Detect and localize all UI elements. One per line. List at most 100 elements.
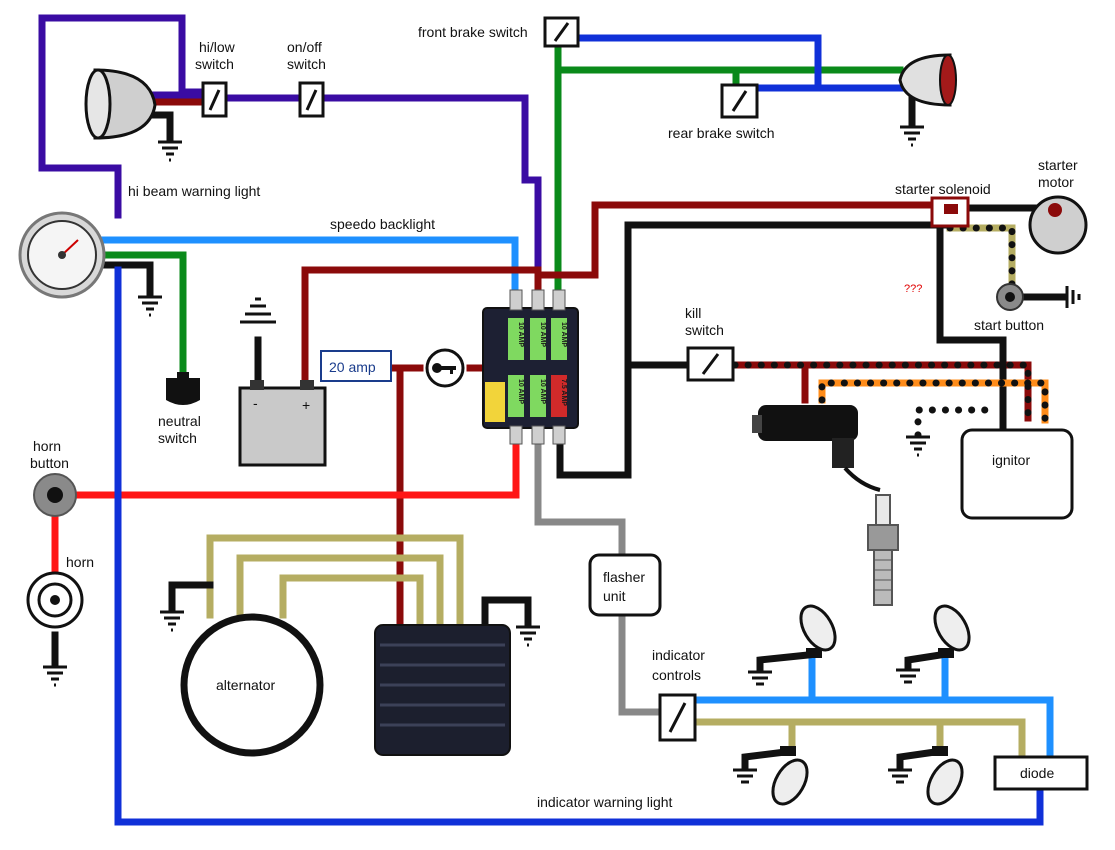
battery: - + — [238, 380, 327, 467]
indicator-front-left — [799, 604, 837, 658]
hi-low-switch — [201, 81, 228, 118]
starter-motor-line-2: motor — [1038, 174, 1074, 190]
wire-alt-3 — [279, 574, 424, 629]
wire-brake-blue — [576, 34, 909, 92]
ground-icon-indicator-4 — [888, 768, 912, 784]
wire-alt-ground — [168, 581, 214, 614]
wire-ind-ground-4 — [896, 748, 939, 772]
wire-starter-red — [534, 201, 949, 304]
wire-indicator-front — [691, 696, 1054, 764]
ground-icon-regulator — [516, 625, 540, 647]
horn-button-line-2: button — [30, 455, 69, 471]
neutral-line-1: neutral — [158, 413, 201, 429]
tail-light — [898, 53, 957, 107]
neutral-line-2: switch — [158, 430, 197, 446]
indicator-controls-line-2: controls — [652, 667, 701, 683]
neutral-switch — [166, 372, 200, 405]
front-brake-switch-label: front brake switch — [418, 24, 528, 40]
starter-motor — [1028, 195, 1088, 255]
wire-purple-to-fuse — [224, 94, 542, 294]
wire-flasher-grey — [534, 436, 626, 562]
alternator-label: alternator — [216, 677, 275, 693]
unknown-label: ??? — [904, 283, 922, 295]
wire-indicator-warning — [114, 266, 1044, 826]
wire-reg-ground — [481, 596, 532, 629]
rear-brake-switch-label: rear brake switch — [668, 125, 775, 141]
wire-dotted-orange-dots — [818, 379, 1049, 424]
wire-ignition-black — [556, 221, 949, 479]
horn-button — [33, 473, 77, 517]
horn-button-line-1: horn — [33, 438, 61, 454]
ground-icon-indicator-1 — [748, 670, 772, 686]
indicator-front-right — [933, 604, 971, 658]
headlight — [84, 68, 157, 140]
fuse-4-label: 10 AMP — [517, 379, 524, 404]
wire-dotted-white-dots — [914, 406, 989, 439]
flasher-line-1: flasher — [603, 569, 645, 585]
ground-icon-coil — [906, 435, 930, 457]
alternator — [180, 613, 324, 757]
ground-icon-speedo — [138, 295, 162, 317]
fuse-box: 10 AMP 10 AMP 10 AMP 10 AMP 10 AMP 7.5 A… — [482, 289, 579, 445]
wire-ind-ground-1 — [756, 651, 812, 674]
ignitor — [960, 428, 1074, 520]
speedo-backlight-label: speedo backlight — [330, 216, 435, 232]
ground-icon-horn — [43, 665, 67, 687]
starter-solenoid-label: starter solenoid — [895, 181, 991, 197]
on-off-line-1: on/off — [287, 39, 322, 55]
indicator-warning-light-label: indicator warning light — [537, 794, 673, 810]
wire-headlight-ground — [146, 111, 174, 144]
indicator-controls-switch — [658, 693, 697, 742]
fuse-5-label: 10 AMP — [539, 379, 546, 404]
fuse-6-label: 7.5 AMP — [560, 379, 567, 406]
kill-line-2: switch — [685, 322, 724, 338]
hi-beam-warning-label: hi beam warning light — [128, 183, 260, 199]
diode — [993, 755, 1089, 791]
fuse-2-label: 10 AMP — [539, 322, 546, 347]
wire-alt-1 — [206, 534, 464, 629]
diode-label: diode — [1020, 765, 1054, 781]
ground-icon-indicator-2 — [896, 668, 920, 684]
ground-icon-start-button — [1065, 286, 1081, 308]
indicator-rear-right — [926, 746, 964, 806]
speedometer — [18, 211, 106, 299]
fuse-1-label: 10 AMP — [517, 322, 524, 347]
ground-icon-headlight — [158, 140, 182, 162]
kill-switch — [686, 346, 735, 382]
horn-icon — [26, 571, 84, 629]
start-button-label: start button — [974, 317, 1044, 333]
kill-line-1: kill — [685, 305, 701, 321]
start-button — [996, 283, 1024, 311]
rear-brake-switch — [720, 83, 759, 119]
battery-minus: - — [253, 395, 258, 411]
ignition-key-icon — [425, 348, 465, 388]
wire-dotted-olive-dots — [946, 224, 1016, 294]
wire-dotted-red-dots — [731, 361, 1032, 422]
battery-plus: + — [302, 397, 310, 413]
wire-indicator-rear — [691, 718, 1026, 764]
wire-ind-ground-3 — [741, 748, 789, 772]
on-off-line-2: switch — [287, 56, 326, 72]
starter-motor-terminal — [1048, 203, 1062, 217]
regulator-rectifier — [374, 624, 511, 756]
wire-horn-red — [74, 436, 520, 499]
wire-battery-red — [301, 266, 542, 389]
hi-low-line-2: switch — [195, 56, 234, 72]
wire-flasher-to-controls — [618, 606, 664, 716]
wire-dotted-olive — [946, 224, 1016, 294]
horn-label: horn — [66, 554, 94, 570]
wire-neutral-green — [96, 251, 187, 379]
wire-ind-ground-2 — [904, 651, 944, 672]
fuse-3-label: 10 AMP — [560, 322, 567, 347]
starter-solenoid — [930, 196, 970, 228]
wire-alt-2 — [236, 554, 444, 629]
flasher-line-2: unit — [603, 588, 626, 604]
